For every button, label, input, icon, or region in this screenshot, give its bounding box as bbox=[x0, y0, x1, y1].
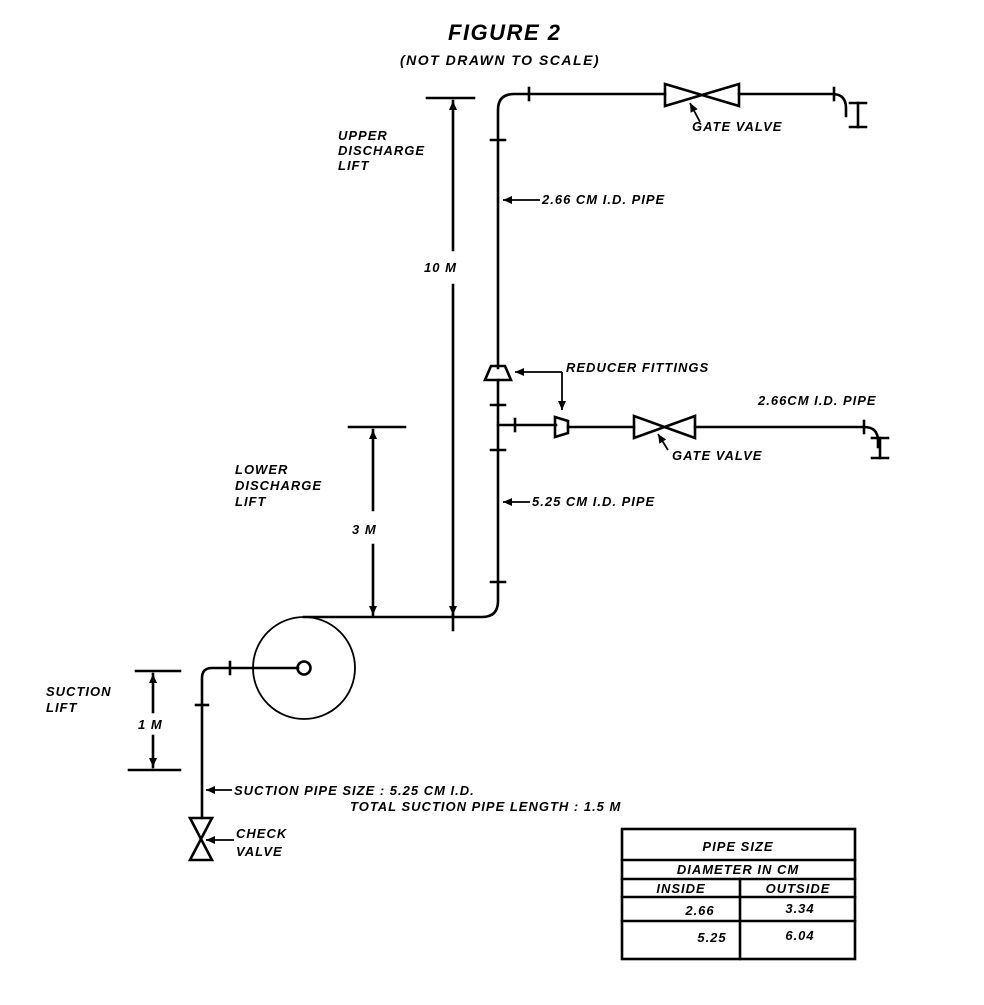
lower-discharge-lift-label-3: LIFT bbox=[235, 494, 266, 509]
suction-line: CHECK VALVE SUCTION PIPE SIZE : 5.25 CM … bbox=[187, 660, 622, 862]
upper-discharge-lift-dimension: 10 M UPPER DISCHARGE LIFT bbox=[338, 96, 476, 632]
discharge-pipe bbox=[302, 86, 667, 619]
lower-riser-label: 5.25 CM I.D. PIPE bbox=[532, 494, 655, 509]
pump-inlet-eye bbox=[296, 660, 312, 676]
upper-gate-valve: GATE VALVE bbox=[663, 82, 868, 134]
gate-valve-leader bbox=[657, 433, 669, 451]
table-border bbox=[620, 827, 857, 961]
pipe-size-table: PIPE SIZE DIAMETER IN CM INSIDE OUTSIDE … bbox=[620, 827, 857, 961]
lower-gate-valve-label: GATE VALVE bbox=[672, 448, 762, 463]
suction-lift-label-2: LIFT bbox=[46, 700, 77, 715]
branch-pipe-label: 2.66CM I.D. PIPE bbox=[757, 393, 877, 408]
gate-valve-icon bbox=[663, 82, 741, 108]
reducer-fittings-callout: REDUCER FITTINGS bbox=[515, 360, 709, 410]
upper-riser-label: 2.66 CM I.D. PIPE bbox=[541, 192, 665, 207]
branch-line: GATE VALVE 2.66CM I.D. PIPE bbox=[496, 393, 890, 463]
table-cell: 6.04 bbox=[785, 928, 814, 943]
riser-reducer-fitting-icon bbox=[483, 364, 513, 382]
check-valve-icon bbox=[187, 816, 215, 862]
branch-reducer-fitting-icon bbox=[553, 415, 570, 439]
suction-pipe-size-label: SUCTION PIPE SIZE : 5.25 CM I.D. bbox=[234, 783, 475, 798]
figure-subtitle: (NOT DRAWN TO SCALE) bbox=[400, 52, 600, 68]
gate-valve-leader bbox=[689, 102, 701, 123]
suction-pipe bbox=[200, 666, 300, 820]
gate-valve-icon bbox=[632, 414, 697, 440]
lower-discharge-lift-label-2: DISCHARGE bbox=[235, 478, 322, 493]
check-valve-label-1: CHECK bbox=[236, 826, 288, 841]
column-header-outside: OUTSIDE bbox=[766, 881, 831, 896]
column-header-inside: INSIDE bbox=[656, 881, 705, 896]
discharge-horizontal-pipe bbox=[302, 580, 500, 619]
table-cell: 2.66 bbox=[684, 903, 714, 918]
upper-riser-pipe bbox=[496, 92, 667, 370]
upper-discharge-lift-value: 10 M bbox=[424, 260, 457, 275]
reducer-fittings-label: REDUCER FITTINGS bbox=[566, 360, 709, 375]
suction-pipe-length-label: TOTAL SUCTION PIPE LENGTH : 1.5 M bbox=[350, 799, 622, 814]
upper-discharge-lift-label-1: UPPER bbox=[338, 128, 388, 143]
upper-discharge-lift-label-2: DISCHARGE bbox=[338, 143, 425, 158]
upper-gate-valve-label: GATE VALVE bbox=[692, 119, 782, 134]
table-cell: 5.25 bbox=[697, 930, 726, 945]
branch-outlet-pipe bbox=[693, 425, 880, 449]
figure-title: FIGURE 2 bbox=[448, 20, 561, 45]
suction-lift-label-1: SUCTION bbox=[46, 684, 112, 699]
table-title: PIPE SIZE bbox=[702, 839, 773, 854]
suction-lift-dimension: 1 M SUCTION LIFT bbox=[46, 669, 182, 772]
upper-outlet-pipe bbox=[737, 92, 848, 118]
check-valve-label-2: VALVE bbox=[236, 844, 283, 859]
lower-discharge-lift-label-1: LOWER bbox=[235, 462, 288, 477]
lower-discharge-lift-dimension: 3 M LOWER DISCHARGE LIFT bbox=[235, 425, 407, 617]
upper-discharge-lift-label-3: LIFT bbox=[338, 158, 369, 173]
suction-lift-value: 1 M bbox=[138, 717, 163, 732]
lower-discharge-lift-value: 3 M bbox=[352, 522, 377, 537]
table-subtitle: DIAMETER IN CM bbox=[677, 862, 800, 877]
table-cell: 3.34 bbox=[785, 901, 814, 916]
